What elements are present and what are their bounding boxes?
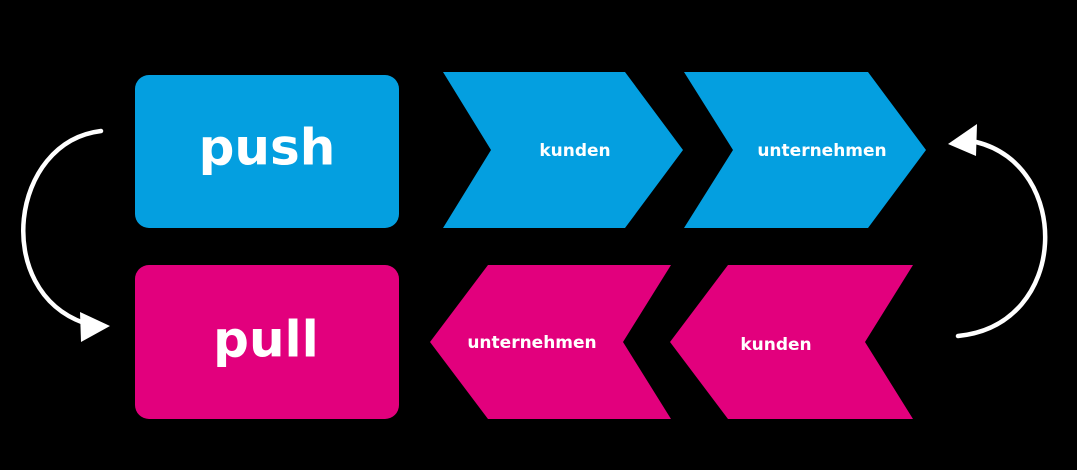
pull-row: pull unternehmen kunden	[135, 265, 913, 419]
push-step-unternehmen	[684, 72, 926, 228]
pull-step-unternehmen	[430, 265, 671, 419]
arrow-left-down-icon	[21, 128, 110, 342]
push-row: push kunden unternehmen	[135, 72, 926, 228]
pull-step-unternehmen-label: unternehmen	[467, 333, 596, 353]
pull-box	[135, 265, 399, 419]
pull-label: pull	[213, 311, 319, 369]
push-step-kunden-label: kunden	[539, 141, 610, 161]
arrow-right-up-icon	[948, 124, 1048, 339]
push-step-kunden	[443, 72, 683, 228]
push-step-unternehmen-label: unternehmen	[757, 141, 886, 161]
push-box	[135, 75, 399, 228]
pull-step-kunden-label: kunden	[740, 335, 811, 355]
push-label: push	[199, 119, 336, 177]
pull-step-kunden	[670, 265, 913, 419]
